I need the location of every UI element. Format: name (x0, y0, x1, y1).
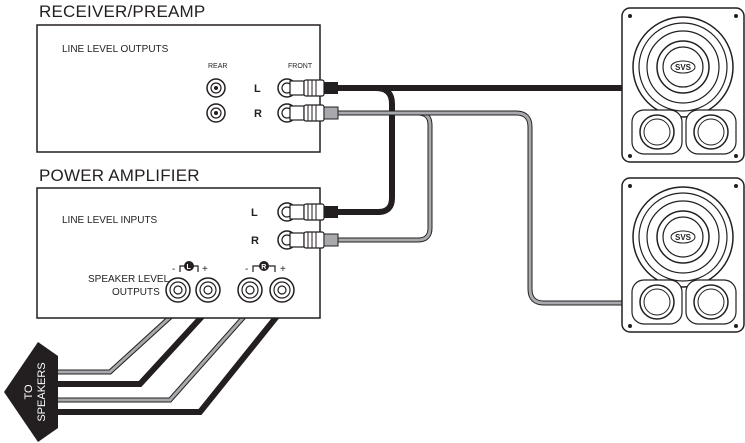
subwoofer-bottom: SVS (621, 177, 745, 333)
rca-jack-rear-left (206, 78, 226, 98)
subwoofer-top-logo: SVS (675, 63, 692, 72)
cable-front-left-to-amp-left (338, 85, 395, 215)
svg-text:-: - (172, 264, 175, 275)
receiver-box (36, 24, 321, 153)
cable-front-right-to-amp-right (338, 110, 433, 243)
cable-front-right-to-sub2 (338, 110, 628, 306)
right-channel-mark: R (261, 264, 266, 271)
rca-plug-front-right (277, 103, 339, 123)
amplifier-right-label: R (251, 235, 259, 247)
arrow-line1: TO (23, 384, 35, 400)
subwoofer-bottom-logo: SVS (675, 233, 692, 242)
binding-post-right-negative (237, 277, 263, 303)
arrow-line2: SPEAKERS (36, 362, 48, 421)
to-speakers-arrow: TO SPEAKERS (4, 342, 58, 442)
front-label: FRONT (288, 63, 313, 70)
speaker-outputs-label-line2: OUTPUTS (112, 287, 160, 298)
svg-text:+: + (202, 264, 208, 275)
left-channel-polarity-marker: - L + (172, 261, 208, 275)
speaker-outputs-label-line1: SPEAKER LEVEL (88, 274, 170, 285)
receiver-section-label: LINE LEVEL OUTPUTS (62, 44, 169, 55)
binding-post-right-positive (269, 277, 295, 303)
amplifier-title: POWER AMPLIFIER (39, 166, 200, 185)
receiver-left-label: L (254, 83, 261, 95)
right-channel-polarity-marker: - R + (245, 261, 286, 275)
rear-label: REAR (208, 63, 227, 70)
binding-post-left-positive (195, 277, 221, 303)
left-channel-mark: L (187, 264, 192, 271)
binding-post-left-negative (165, 277, 191, 303)
rca-plug-front-left (277, 78, 338, 98)
rca-jack-rear-right (206, 103, 226, 123)
receiver-right-label: R (254, 108, 262, 120)
amplifier-inputs-label: LINE LEVEL INPUTS (62, 215, 158, 226)
receiver-title: RECEIVER/PREAMP (39, 2, 205, 21)
svg-text:+: + (280, 264, 286, 275)
subwoofer-top: SVS (621, 7, 745, 163)
rca-plug-amp-left (277, 202, 338, 222)
rca-plug-amp-right (277, 230, 339, 250)
amplifier-left-label: L (251, 207, 258, 219)
svg-text:-: - (245, 264, 248, 275)
